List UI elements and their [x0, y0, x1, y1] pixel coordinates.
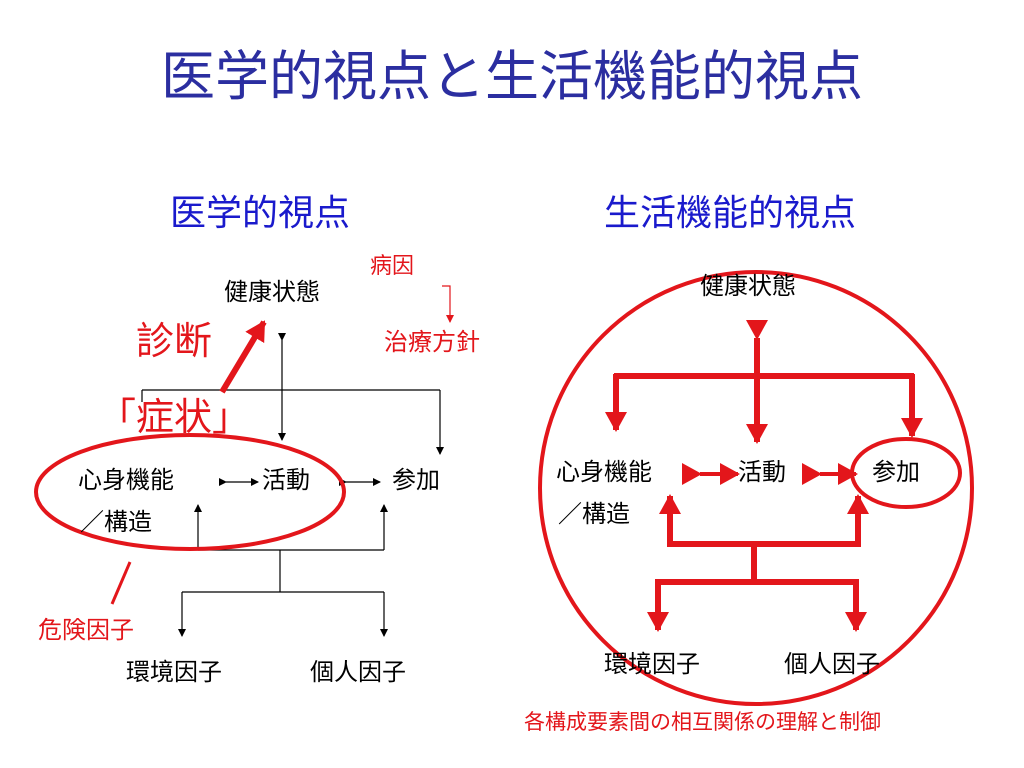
left-symptom-ellipse [34, 433, 346, 551]
left-cause-label: 病因 [370, 254, 415, 279]
left-diagnosis-label: 診断 [136, 319, 213, 363]
left-personal: 個人因子 [310, 658, 406, 686]
left-symptom-label: 「症状」 [98, 395, 251, 439]
left-treatment-label: 治療方針 [384, 328, 480, 356]
left-diagram [34, 285, 454, 637]
left-participation: 参加 [392, 466, 440, 494]
page-title: 医学的視点と生活機能的視点 [161, 45, 863, 108]
right-structure: ／構造 [558, 500, 630, 528]
left-cause-treatment-arrow [442, 285, 454, 323]
right-activity: 活動 [738, 458, 786, 486]
right-participation-ellipse [850, 437, 962, 509]
right-body-function: 心身機能 [556, 458, 652, 486]
right-heading: 生活機能的視点 [604, 193, 857, 234]
left-body-function: 心身機能 [78, 466, 174, 494]
left-health-status: 健康状態 [224, 278, 320, 306]
left-activity: 活動 [262, 466, 310, 494]
left-structure: ／構造 [80, 508, 152, 536]
right-diagram [538, 270, 974, 706]
right-big-circle [538, 270, 974, 706]
left-environment: 環境因子 [126, 658, 222, 686]
left-risk-factor: 危険因子 [38, 616, 134, 644]
left-risk-pointer [110, 561, 132, 605]
right-participation: 参加 [872, 458, 920, 486]
right-health-status: 健康状態 [700, 272, 796, 300]
right-personal: 個人因子 [784, 650, 880, 678]
right-caption: 各構成要素間の相互関係の理解と制御 [524, 710, 881, 734]
left-heading: 医学的視点 [170, 193, 351, 234]
right-environment: 環境因子 [604, 650, 700, 678]
left-diagnosis-arrow [219, 320, 267, 394]
